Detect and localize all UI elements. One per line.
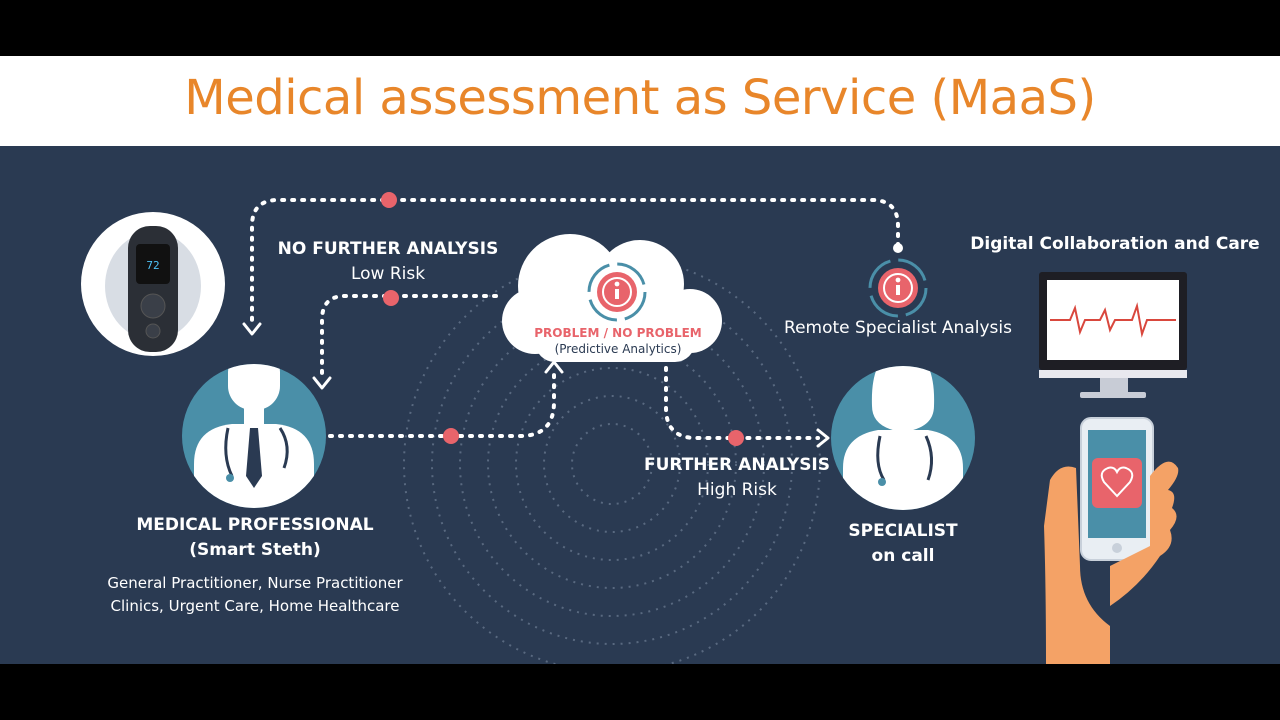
stethoscope-device-icon: 72 bbox=[81, 212, 225, 356]
remote-info-icon bbox=[868, 258, 928, 318]
doctor-male-icon bbox=[182, 364, 326, 508]
device-screen-text: 72 bbox=[146, 259, 159, 272]
edge-no-further-title: NO FURTHER ANALYSIS bbox=[277, 239, 499, 259]
remote-specialist-label: Remote Specialist Analysis bbox=[784, 318, 1012, 338]
professional-subtitle: (Smart Steth) bbox=[189, 540, 321, 560]
page-title: Medical assessment as Service (MaaS) bbox=[184, 70, 1096, 126]
heart-icon bbox=[1092, 458, 1142, 508]
specialist-subtitle: on call bbox=[871, 546, 935, 566]
top-letterbox bbox=[0, 0, 1280, 56]
professional-desc-line2: Clinics, Urgent Care, Home Healthcare bbox=[110, 597, 400, 615]
professional-title: MEDICAL PROFESSIONAL bbox=[136, 515, 374, 535]
digital-collaboration-label: Digital Collaboration and Care bbox=[970, 234, 1260, 254]
cloud-title: PROBLEM / NO PROBLEM bbox=[534, 326, 702, 340]
flow-arrowheads bbox=[242, 322, 830, 448]
edge-further-title: FURTHER ANALYSIS bbox=[643, 455, 831, 475]
title-band bbox=[0, 56, 1280, 146]
diagram-graphics: 72 bbox=[81, 192, 1187, 664]
professional-desc-line1: General Practitioner, Nurse Practitioner bbox=[107, 574, 403, 592]
monitor-icon bbox=[1039, 272, 1187, 398]
phone-hand-icon bbox=[1044, 417, 1179, 664]
diagram-stage: 72 bbox=[0, 146, 1280, 664]
cloud-subtitle: (Predictive Analytics) bbox=[554, 342, 682, 356]
bottom-letterbox bbox=[0, 664, 1280, 720]
connector-dots bbox=[381, 192, 744, 446]
cloud-icon bbox=[502, 234, 722, 362]
doctor-female-icon bbox=[831, 366, 975, 510]
info-icon bbox=[587, 262, 647, 322]
flow-connectors bbox=[250, 198, 900, 440]
specialist-title: SPECIALIST bbox=[848, 521, 958, 541]
edge-further-subtitle: High Risk bbox=[697, 480, 777, 500]
edge-no-further-subtitle: Low Risk bbox=[350, 264, 426, 284]
